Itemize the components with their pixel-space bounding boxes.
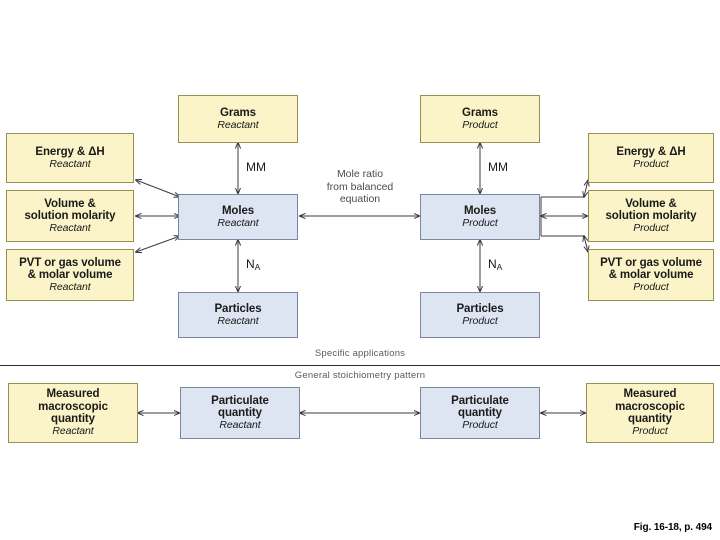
box-energy-delta-h-product[interactable]: Energy & ΔH Product [588,133,714,183]
box-main-label: Volume & solution molarity [605,197,697,223]
box-sub-label: Product [633,221,669,234]
box-measured-macroscopic-quantity-product[interactable]: Measured macroscopic quantity Product [586,383,714,443]
box-sub-label: Product [462,216,498,229]
band-label-general-pattern: General stoichiometry pattern [294,370,426,381]
band-label-specific-applications: Specific applications [314,348,406,359]
box-sub-label: Reactant [217,118,259,131]
box-main-label: Volume & solution molarity [24,197,116,223]
right-fan-arrows [541,180,588,252]
box-main-label: Grams [220,106,256,119]
box-volume-solution-molarity-reactant[interactable]: Volume & solution molarity Reactant [6,190,134,242]
box-main-label: Moles [463,204,497,217]
box-main-label: Particles [456,302,504,315]
mm-text: MM [488,160,508,174]
box-energy-delta-h-reactant[interactable]: Energy & ΔH Reactant [6,133,134,183]
arrow-label-mm-reactant: MM [246,160,266,174]
box-particulate-quantity-product[interactable]: Particulate quantity Product [420,387,540,439]
box-particles-reactant[interactable]: Particles Reactant [178,292,298,338]
box-pvt-gas-volume-reactant[interactable]: PVT or gas volume & molar volume Reactan… [6,249,134,301]
na-subscript: A [496,262,503,272]
section-divider-rule [0,365,720,366]
box-sub-label: Reactant [219,418,261,431]
box-main-label: Particulate quantity [211,394,269,420]
box-sub-label: Reactant [49,280,91,293]
arrow-label-na-product: NA [488,257,503,272]
box-main-label: Moles [221,204,255,217]
na-text: N [488,257,497,271]
box-main-label: Particulate quantity [451,394,509,420]
box-sub-label: Reactant [217,216,259,229]
box-sub-label: Reactant [49,221,91,234]
na-subscript: A [254,262,261,272]
box-moles-product[interactable]: Moles Product [420,194,540,240]
box-particulate-quantity-reactant[interactable]: Particulate quantity Reactant [180,387,300,439]
arrow-label-mm-product: MM [488,160,508,174]
mole-ratio-line-3: equation [339,193,381,206]
box-main-label: PVT or gas volume & molar volume [600,256,702,282]
box-sub-label: Product [632,425,668,438]
box-main-label: Measured macroscopic quantity [615,388,685,426]
box-sub-label: Product [462,118,498,131]
box-main-label: Energy & ΔH [35,145,105,158]
box-grams-reactant[interactable]: Grams Reactant [178,95,298,143]
box-sub-label: Reactant [52,425,94,438]
mole-ratio-line-1: Mole ratio [336,168,384,180]
box-volume-solution-molarity-product[interactable]: Volume & solution molarity Product [588,190,714,242]
box-sub-label: Product [633,157,669,170]
box-particles-product[interactable]: Particles Product [420,292,540,338]
box-main-label: Particles [214,302,262,315]
box-main-label: Grams [462,106,498,119]
box-main-label: Measured macroscopic quantity [38,388,108,426]
mole-ratio-line-2: from balanced [326,180,394,193]
box-measured-macroscopic-quantity-reactant[interactable]: Measured macroscopic quantity Reactant [8,383,138,443]
na-text: N [246,257,255,271]
figure-caption: Fig. 16-18, p. 494 [633,522,712,533]
mm-text: MM [246,160,266,174]
box-pvt-gas-volume-product[interactable]: PVT or gas volume & molar volume Product [588,249,714,301]
box-sub-label: Product [633,280,669,293]
box-sub-label: Reactant [217,314,259,327]
box-sub-label: Product [462,418,498,431]
left-fan-arrows [136,180,180,252]
box-sub-label: Reactant [49,157,91,170]
mole-ratio-note: Mole ratio from balanced equation [310,168,410,206]
box-main-label: Energy & ΔH [616,145,686,158]
box-moles-reactant[interactable]: Moles Reactant [178,194,298,240]
box-grams-product[interactable]: Grams Product [420,95,540,143]
box-main-label: PVT or gas volume & molar volume [19,256,121,282]
box-sub-label: Product [462,314,498,327]
arrow-label-na-reactant: NA [246,257,261,272]
